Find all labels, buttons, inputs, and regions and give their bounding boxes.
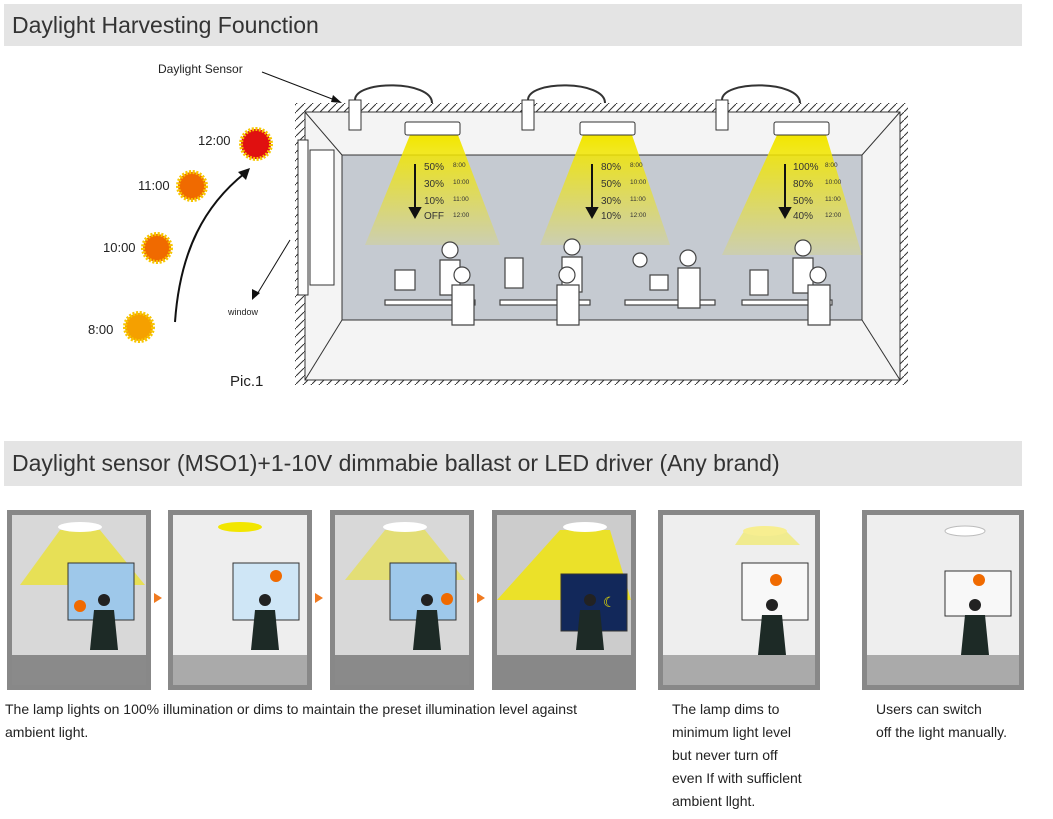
- caption-line: The lamp dims to: [672, 701, 780, 717]
- svg-text:8:00: 8:00: [630, 162, 643, 169]
- svg-text:100%: 100%: [793, 162, 819, 173]
- svg-text:80%: 80%: [601, 162, 621, 173]
- svg-text:8:00: 8:00: [825, 162, 838, 169]
- lamp-1: [404, 121, 461, 136]
- svg-text:11:00: 11:00: [825, 196, 841, 203]
- light-cones: [365, 135, 862, 255]
- pic-label: Pic.1: [230, 373, 263, 390]
- svg-text:30%: 30%: [424, 179, 444, 190]
- section-header-daylight-harvesting: Daylight Harvesting Founction: [4, 4, 1022, 46]
- window-arrow: [255, 239, 291, 297]
- lamp-3: [773, 121, 830, 136]
- sun-10-icon: [141, 232, 173, 264]
- caption-manual-off: Users can switch off the light manually.: [876, 698, 1007, 744]
- scenario-panels: ☾: [7, 510, 1024, 690]
- panel-2: [168, 510, 312, 690]
- svg-text:8:00: 8:00: [453, 162, 466, 169]
- caption-minimum-level: The lamp dims to minimum light level but…: [672, 698, 802, 813]
- svg-text:11:00: 11:00: [630, 196, 646, 203]
- svg-text:10:00: 10:00: [453, 179, 470, 186]
- svg-text:10%: 10%: [424, 196, 444, 207]
- lamp-2-levels: 80% 8:00 50% 10:00 30% 11:00 10% 12:00: [601, 162, 647, 222]
- svg-text:12:00: 12:00: [453, 212, 470, 219]
- dim-arrows: [408, 164, 792, 220]
- svg-text:12:00: 12:00: [825, 212, 842, 219]
- svg-text:12:00: 12:00: [630, 212, 647, 219]
- lamp-1-levels: 50% 8:00 30% 10:00 10% 11:00 OFF 12:00: [424, 162, 470, 222]
- svg-text:OFF: OFF: [424, 211, 444, 222]
- section-title: Daylight sensor (MSO1)+1-10V dimmabie ba…: [12, 450, 780, 476]
- caption-line: even If with sufficlent: [672, 770, 802, 786]
- svg-text:10:00: 10:00: [103, 240, 136, 255]
- office-workers: [384, 238, 833, 326]
- svg-text:12:00: 12:00: [198, 133, 231, 148]
- panel-3: [330, 510, 474, 690]
- lamps: [348, 84, 830, 136]
- svg-text:☾: ☾: [603, 594, 616, 610]
- caption-line: but never turn off: [672, 747, 778, 763]
- caption-line: ambient llght.: [672, 793, 756, 809]
- daylight-sensor-2: [521, 99, 535, 131]
- caption-line: Users can switch: [876, 701, 982, 717]
- daylight-sensor-1: [348, 99, 362, 131]
- daylight-sensor-label: Daylight Sensor: [158, 62, 243, 76]
- svg-text:80%: 80%: [793, 179, 813, 190]
- sun-8-icon: [123, 311, 155, 343]
- lamp-3-levels: 100% 8:00 80% 10:00 50% 11:00 40% 12:00: [793, 162, 842, 222]
- sensor-pointer-arrow: [261, 71, 341, 103]
- caption-dimming: The lamp lights on 100% illumination or …: [5, 701, 577, 740]
- suns: 12:00 11:00 10:00 8:00: [88, 127, 273, 343]
- section-title: Daylight Harvesting Founction: [12, 11, 319, 38]
- panel-6: [862, 510, 1024, 690]
- caption-line: off the light manually.: [876, 724, 1008, 740]
- panel-1: [7, 510, 151, 690]
- svg-text:11:00: 11:00: [138, 178, 170, 193]
- svg-text:50%: 50%: [424, 162, 444, 173]
- svg-text:10%: 10%: [601, 211, 621, 222]
- svg-text:11:00: 11:00: [453, 196, 469, 203]
- sun-12-icon: [239, 127, 273, 161]
- panel-4: ☾: [492, 510, 636, 690]
- daylight-sensor-3: [715, 99, 729, 131]
- caption-line: minimum light level: [672, 724, 792, 740]
- svg-text:50%: 50%: [601, 179, 621, 190]
- sun-11-icon: [176, 170, 208, 202]
- svg-text:10:00: 10:00: [630, 179, 647, 186]
- sun-path-arrow: [174, 172, 246, 323]
- window: [309, 149, 335, 286]
- svg-text:30%: 30%: [601, 196, 621, 207]
- section-header-daylight-sensor: Daylight sensor (MSO1)+1-10V dimmabie ba…: [4, 441, 1022, 486]
- svg-text:8:00: 8:00: [88, 322, 113, 337]
- panel-5: [658, 510, 820, 690]
- lamp-2: [579, 121, 636, 136]
- window-label: window: [227, 307, 259, 317]
- svg-text:10:00: 10:00: [825, 179, 842, 186]
- svg-text:50%: 50%: [793, 196, 813, 207]
- svg-text:40%: 40%: [793, 211, 813, 222]
